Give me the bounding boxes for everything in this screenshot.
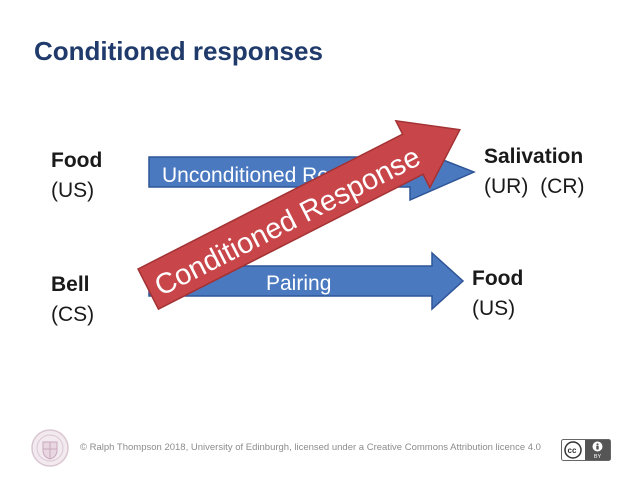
- ur-label: (UR): [484, 175, 529, 198]
- us-label: (US): [51, 179, 95, 202]
- salivation-label: Salivation: [484, 145, 584, 168]
- node-bell: Bell (CS): [51, 270, 94, 330]
- university-seal-icon: [31, 429, 69, 467]
- svg-text:cc: cc: [568, 446, 577, 455]
- cs-label: (CS): [51, 303, 95, 326]
- food-label: Food: [472, 267, 524, 290]
- node-food-us-bottom: Food (US): [472, 264, 523, 324]
- footer-credit: © Ralph Thompson 2018, University of Edi…: [80, 442, 541, 453]
- food-label: Food: [51, 149, 103, 172]
- pairing-label: Pairing: [266, 272, 331, 295]
- node-food-us-top: Food (US): [51, 146, 102, 206]
- cc-by-label: BY: [594, 454, 602, 460]
- bell-label: Bell: [51, 273, 90, 296]
- slide-title: Conditioned responses: [34, 36, 323, 66]
- node-salivation: Salivation (UR) (CR): [484, 142, 585, 202]
- us-label: (US): [472, 297, 516, 320]
- creative-commons-icon: cc BY: [561, 439, 611, 461]
- cr-label: (CR): [540, 175, 585, 198]
